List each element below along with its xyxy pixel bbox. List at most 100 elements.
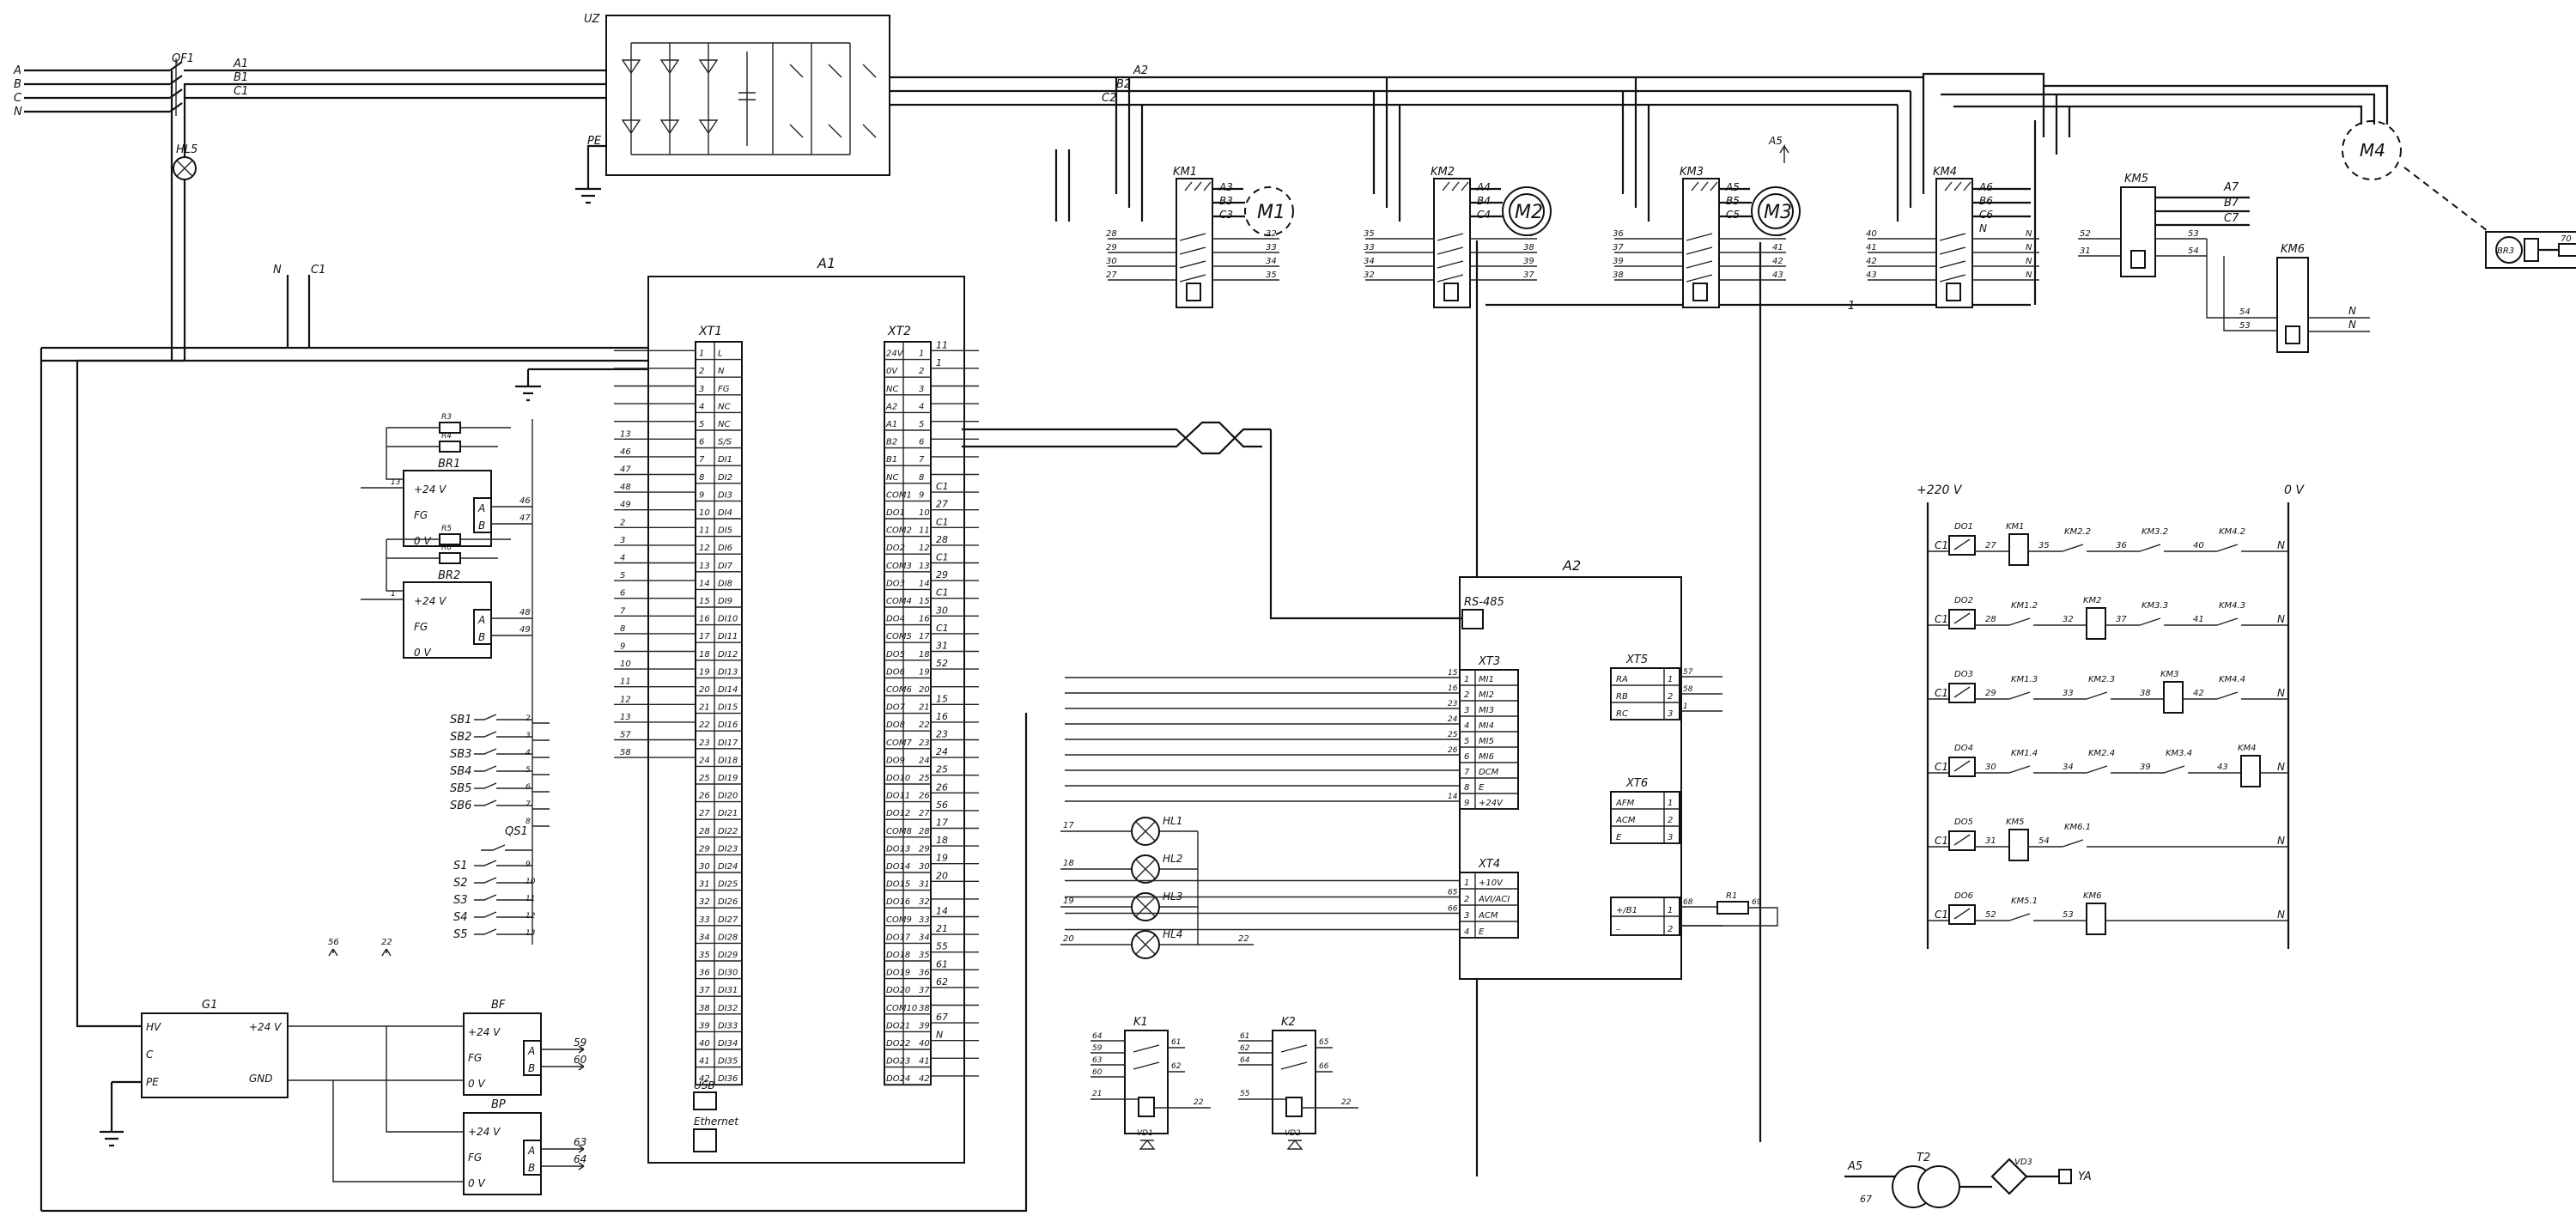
terminal-pin-number: 19 xyxy=(919,667,930,677)
bias-resistor-label: R5 xyxy=(441,525,452,533)
aux-wire-label: 42 xyxy=(1866,257,1877,266)
terminal-pin-number: 4 xyxy=(919,402,924,411)
terminal-signal-name: DI30 xyxy=(718,969,738,978)
terminal-pin-number: 38 xyxy=(919,1004,930,1013)
terminal-signal-name: DI1 xyxy=(718,455,732,465)
xt5-block-pin-number: 3 xyxy=(1668,709,1673,719)
bf-out-label: 59 xyxy=(574,1037,586,1049)
km5-label: KM5 xyxy=(2124,173,2148,185)
xt3-block-pin-number: 2 xyxy=(1464,690,1469,700)
terminal-pin-number: 26 xyxy=(699,792,710,801)
rung-wire-label: 34 xyxy=(2063,763,2074,772)
xt3-block-wire-label: 26 xyxy=(1448,746,1458,755)
terminal-wire-label: 58 xyxy=(620,748,631,757)
rung-c1-label: C1 xyxy=(1935,909,1948,921)
rung-wire-label: 31 xyxy=(1985,836,1996,846)
terminal-signal-name: NC xyxy=(718,420,730,429)
k1-return-label: 22 xyxy=(1194,1098,1204,1107)
xt3-block-wire-label: 16 xyxy=(1448,684,1458,693)
terminal-pin-number: 5 xyxy=(919,420,924,429)
qf1-label: QF1 xyxy=(172,52,194,65)
xt5-block-pin-number: 1 xyxy=(1668,675,1673,684)
brake-resistor xyxy=(1716,901,1749,915)
terminal-signal-name: DI3 xyxy=(718,490,732,500)
xt4-block-pin-number: 2 xyxy=(1464,895,1469,904)
supply-wire-label: 22 xyxy=(381,938,392,947)
terminal-signal-name: DO5 xyxy=(886,650,905,660)
g1-left-pin-label: PE xyxy=(146,1076,159,1088)
xt5-block-signal-name: RA xyxy=(1616,675,1628,684)
bf-pin-label: +24 V xyxy=(468,1026,501,1038)
terminal-signal-name: NC xyxy=(718,402,730,411)
phase-a-label: A xyxy=(13,64,21,77)
rung-contact xyxy=(2008,765,2052,774)
motor-feed xyxy=(1212,187,1245,218)
terminal-pin-number: 9 xyxy=(699,490,704,500)
rung-coil xyxy=(2008,533,2029,566)
k2-in-label: 64 xyxy=(1240,1056,1250,1065)
rung-coil xyxy=(2086,903,2106,935)
rung-n-label: N xyxy=(2277,909,2285,921)
feeder-b1-label: B1 xyxy=(234,71,248,84)
terminal-pin-number: 32 xyxy=(919,897,930,907)
rung-contact-label: KM5.1 xyxy=(2011,897,2038,906)
k2-coil xyxy=(1285,1097,1303,1117)
t2-label: T2 xyxy=(1917,1152,1930,1164)
terminal-pin-number: 36 xyxy=(699,969,710,978)
contactor-main-contact xyxy=(1953,181,1962,191)
xt6-block-pin-number: 3 xyxy=(1668,833,1673,842)
terminal-signal-name: DI28 xyxy=(718,933,738,942)
bf-out-label: 60 xyxy=(574,1054,587,1066)
rung-wire-label: 43 xyxy=(2217,763,2228,772)
bias-resistor-label: R4 xyxy=(441,432,452,441)
terminal-pin-number: 29 xyxy=(699,844,710,854)
km5-out-label: 54 xyxy=(2188,246,2199,256)
bp-pin-label: 0 V xyxy=(468,1177,485,1189)
terminal-wire-label: 19 xyxy=(936,853,948,864)
terminal-signal-name: S/S xyxy=(718,438,732,447)
k2-diode-label: VD2 xyxy=(1285,1129,1301,1138)
km6-out-label: N xyxy=(2348,305,2356,317)
ladder-0v-label: 0 V xyxy=(2284,483,2305,497)
rung-output-switch xyxy=(1953,760,1971,772)
terminal-wire-label: 61 xyxy=(936,958,948,970)
terminal-wire-label: 49 xyxy=(620,501,631,510)
terminal-pin-number: 27 xyxy=(699,809,710,818)
brake-block-wire-label: 68 xyxy=(1683,898,1693,907)
bp-out-wire xyxy=(541,1162,585,1170)
terminal-signal-name: DO15 xyxy=(886,880,910,890)
k2-return-label: 22 xyxy=(1341,1098,1352,1107)
xt3-block-pin-number: 5 xyxy=(1464,737,1469,746)
switch-wire-label: 11 xyxy=(526,895,535,903)
xt3-block-wire-label: 25 xyxy=(1448,731,1458,739)
terminal-pin-number: 31 xyxy=(699,880,710,890)
terminal-signal-name: COM6 xyxy=(886,685,912,695)
button-wire-label: 5 xyxy=(526,766,531,775)
contactor-main-contact xyxy=(1944,181,1953,191)
terminal-block-label: XT2 xyxy=(887,325,911,338)
terminal-wire-label: 11 xyxy=(936,339,948,350)
bf-label: BF xyxy=(491,999,506,1012)
terminal-signal-name: COM8 xyxy=(886,827,912,836)
contactor-aux-contact xyxy=(1686,246,1713,255)
xt6-block-label: XT6 xyxy=(1625,777,1648,790)
aux-wire-label: 34 xyxy=(1364,257,1375,266)
bp-label: BP xyxy=(491,1098,506,1111)
lamp-cross xyxy=(1135,934,1156,955)
motor-symbol xyxy=(1244,186,1294,236)
brake-resistor-label: R1 xyxy=(1726,891,1737,901)
terminal-pin-number: 37 xyxy=(919,986,930,995)
rung-contact-label: KM1.2 xyxy=(2011,601,2038,611)
rung-wire-label: 36 xyxy=(2116,541,2127,550)
km6-aux-label: 53 xyxy=(2239,321,2251,331)
g1-pe-ground xyxy=(100,1080,142,1147)
rung-contact xyxy=(2216,691,2260,700)
sensor-body xyxy=(403,581,492,659)
km6-out-label: N xyxy=(2348,319,2356,331)
bp-pin-label: FG xyxy=(468,1152,482,1164)
bp-body xyxy=(463,1112,542,1195)
